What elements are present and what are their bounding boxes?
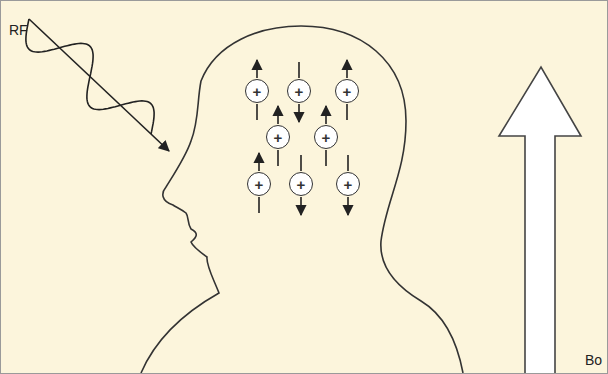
spin-arrow [256,60,258,78]
spin-arrow [347,155,349,171]
charge-sign: + [344,177,353,192]
proton-circle: + [245,79,269,103]
spin-arrow [347,197,349,215]
spin-arrow [277,106,279,124]
spin-arrows [257,60,348,215]
spin-arrow [256,104,258,120]
spin-arrow [277,150,279,166]
proton-circle: + [287,79,311,103]
proton-circle: + [335,79,359,103]
charge-sign: + [343,84,352,99]
charge-sign: + [295,84,304,99]
b0-field-arrow [499,67,581,373]
charge-sign: + [322,130,331,145]
rf-direction-arrow [29,19,169,151]
charge-sign: + [253,84,262,99]
charge-sign: + [297,177,306,192]
spin-arrow [300,155,302,171]
spin-arrow [300,197,302,215]
spin-arrow [325,106,327,124]
proton-circle: + [266,125,290,149]
spin-arrow [346,60,348,78]
spin-arrow [298,62,300,78]
charge-sign: + [274,130,283,145]
proton-circle: + [336,172,360,196]
proton-circle: + [289,172,313,196]
proton-circle: + [314,125,338,149]
spin-arrow [258,197,260,213]
proton-circle: + [247,172,271,196]
spin-arrow [346,104,348,120]
charge-sign: + [255,177,264,192]
spin-arrow [325,150,327,166]
rf-wave [26,19,154,134]
spin-arrow [298,104,300,122]
rf-label: RF [9,23,28,37]
spin-arrow [258,153,260,171]
head-outline [141,26,463,373]
b0-label: Bo [585,353,602,367]
